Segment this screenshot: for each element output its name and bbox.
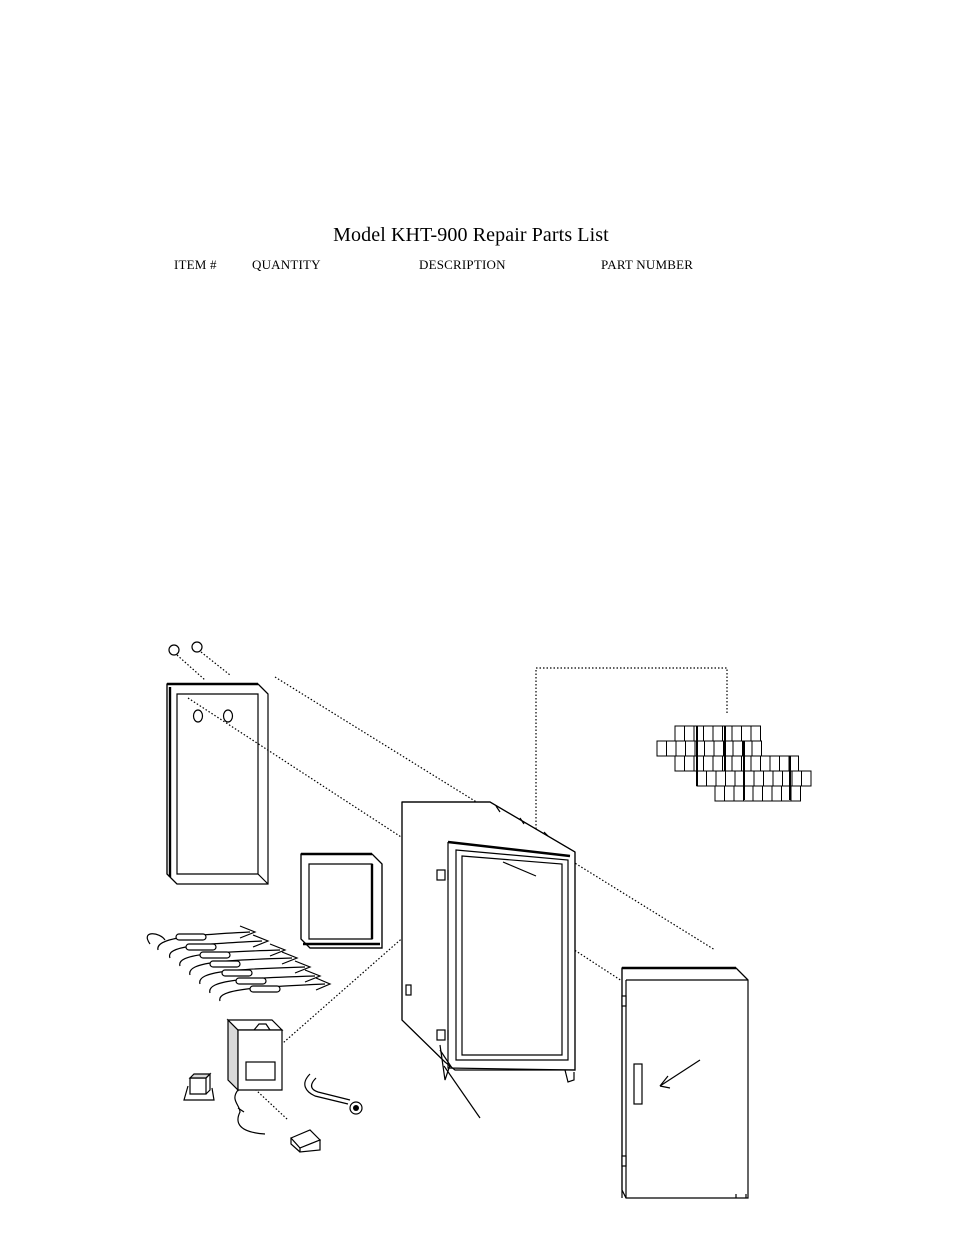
shelf-grid-cell	[744, 770, 755, 787]
shelf-grid-cell	[712, 755, 723, 772]
shelf-grid-cell	[685, 740, 696, 757]
column-header-part-number: PART NUMBER	[601, 257, 694, 272]
shelf-grid-cell	[769, 755, 780, 772]
wire-rack-shelf	[656, 725, 812, 802]
shelf-grid-cell	[703, 755, 714, 772]
shelf-grid-cell	[791, 770, 802, 787]
column-header-item: ITEM #	[174, 257, 217, 272]
shelf-grid-cell	[741, 755, 752, 772]
shelf-grid-cell	[801, 770, 812, 787]
control-box	[226, 1018, 284, 1135]
shelf-grid-cell	[724, 785, 735, 802]
top-panel	[300, 852, 383, 949]
column-header-quantity: QUANTITY	[252, 257, 321, 272]
shelf-grid-cell	[684, 755, 695, 772]
shelf-grid-cell	[763, 770, 774, 787]
terminal-block	[289, 1129, 322, 1153]
shelf-grid-cell	[731, 725, 742, 742]
shelf-grid-cell	[675, 740, 686, 757]
shelf-grid-cell	[753, 770, 764, 787]
shelf-grid-cell	[696, 770, 707, 787]
shelf-grid-cell	[712, 725, 723, 742]
shelf-grid-cell	[713, 740, 724, 757]
shelf-grid-cell	[760, 755, 771, 772]
shelf-grid-cell	[674, 725, 685, 742]
shelf-grid-cell	[704, 740, 715, 757]
shelf-grid-cell	[693, 725, 704, 742]
shelf-grid-cell	[790, 785, 801, 802]
shelf-grid-cell	[714, 785, 725, 802]
shelf-grid-cell	[656, 740, 667, 757]
shelf-grid-cell	[752, 785, 763, 802]
shelf-grid-cell	[762, 785, 773, 802]
mounting-screws	[168, 641, 231, 681]
cabinet-body	[401, 801, 576, 1119]
page-title: Model KHT-900 Repair Parts List	[333, 224, 609, 246]
transformer	[183, 1072, 215, 1101]
shelf-grid-cell	[715, 770, 726, 787]
column-header-description: DESCRIPTION	[419, 257, 506, 272]
shelf-grid-cell	[693, 755, 704, 772]
shelf-grid-cell	[741, 725, 752, 742]
shelf-grid-cell	[732, 740, 743, 757]
shelf-grid-cell	[703, 725, 714, 742]
shelf-grid-cell	[751, 740, 762, 757]
shelf-grid-cell	[771, 785, 782, 802]
shelf-grid-cell	[666, 740, 677, 757]
shelf-grid-cell	[725, 770, 736, 787]
shelf-grid-cell	[706, 770, 717, 787]
shelf-grid-cell	[772, 770, 783, 787]
shelf-grid-cell	[722, 755, 733, 772]
shelf-grid-cell	[731, 755, 742, 772]
back-cover-panel	[166, 682, 269, 885]
shelf-grid-cell	[750, 725, 761, 742]
shelf-grid-cell	[779, 755, 790, 772]
door-panel	[621, 966, 749, 1199]
shelf-grid-cell	[722, 725, 733, 742]
shelf-grid-cell	[674, 755, 685, 772]
heating-elements	[146, 925, 332, 1002]
shelf-grid-cell	[684, 725, 695, 742]
heater-rod	[304, 1073, 363, 1115]
shelf-grid-cell	[750, 755, 761, 772]
shelf-grid-cell	[733, 785, 744, 802]
